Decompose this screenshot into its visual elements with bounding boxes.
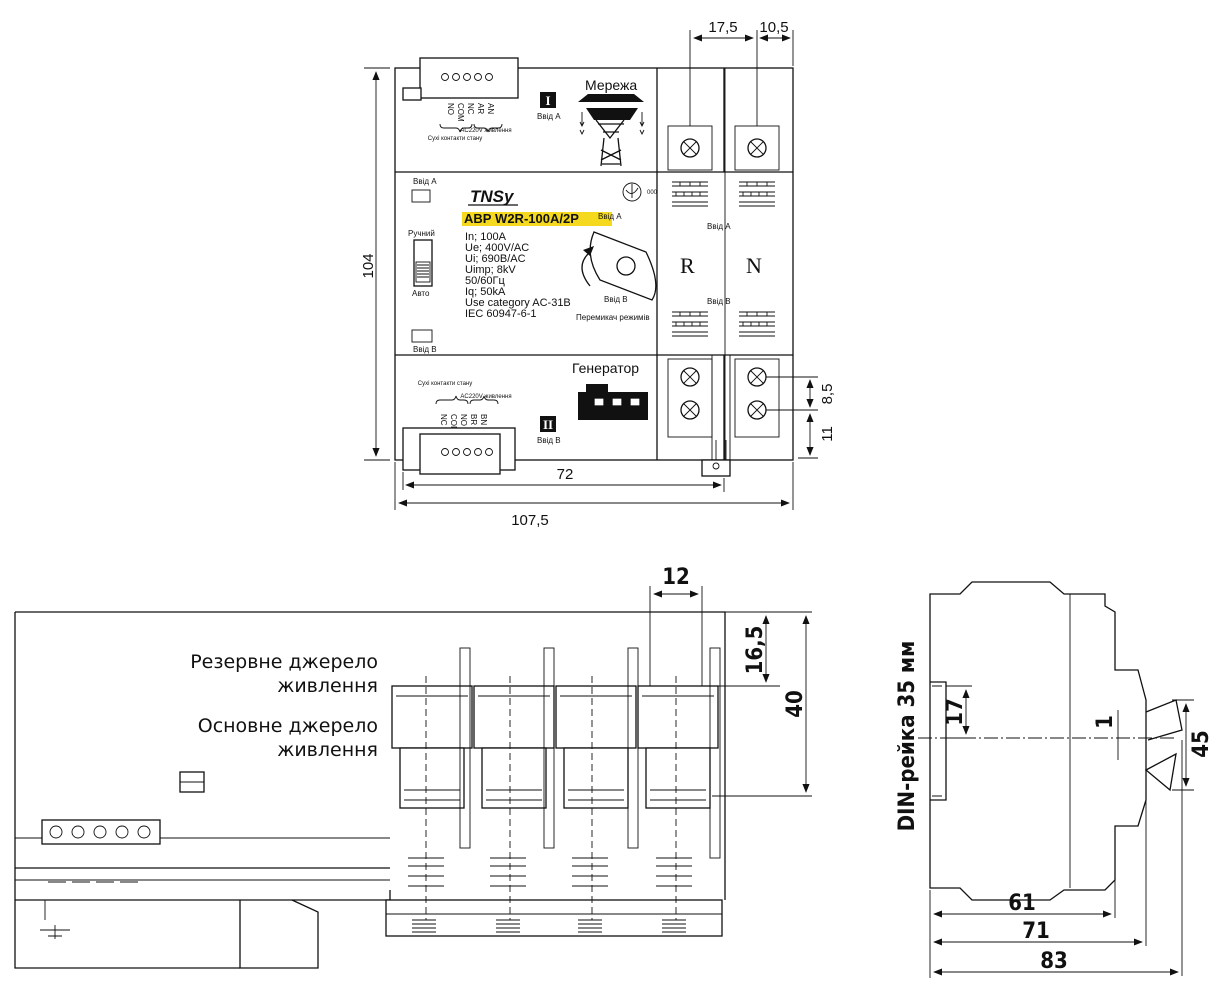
side-view: DIN-рейка 35 мм 17 1 45 61 71 83	[895, 581, 1214, 978]
front-connector-pins	[49, 825, 151, 839]
model-name: АВР W2R-100A/2P	[464, 211, 579, 226]
bottom-connector-pins	[441, 448, 493, 456]
pin-label: NO	[446, 103, 455, 115]
front-view-dimensions: 12 16,5 40	[649, 565, 812, 797]
top-connector-pins	[441, 73, 493, 81]
main-source-label-line1: Основне джерело	[198, 715, 378, 737]
switch-b-label: Ввід В	[604, 295, 628, 304]
pin-label: AR	[476, 103, 485, 114]
power-label: AC220V живлення	[460, 128, 511, 134]
backup-source-label-line2: живлення	[277, 675, 378, 697]
phase-n-label: N	[746, 253, 762, 278]
side-view-dimensions: 17 1 45 61 71 83	[929, 685, 1214, 978]
switch-mode-label: Перемикач режимів	[576, 313, 650, 322]
dim-terminal-b: 10,5	[759, 19, 788, 36]
dry-contacts-label: Сухі контакти стану	[428, 136, 482, 142]
grid-label: Мережа	[585, 77, 637, 93]
spec-line: Use category AC-31B	[465, 297, 571, 309]
spec-line: Ui; 690B/AC	[465, 253, 526, 265]
dim-depth-71: 71	[1022, 919, 1050, 944]
power-label-b: AC220V живлення	[460, 394, 511, 400]
bottom-pin-labels: NC COM NO BR BN	[439, 414, 488, 433]
panel-input-b-label: Ввід В	[413, 345, 437, 354]
spec-list: In; 100A Ue; 400V/AC Ui; 690B/AC Uimp; 8…	[465, 231, 571, 320]
phase-terminal-slots	[672, 181, 775, 337]
dim-terminal-bottom: 11	[819, 426, 836, 442]
side-knob-icon	[1145, 699, 1183, 741]
dim-inner-width: 72	[557, 466, 574, 483]
top-view-dimensions: 104 72 107,5 17,5 10,5 8,5 11	[360, 19, 836, 529]
pin-label: NO	[459, 414, 468, 426]
dim-terminal-a: 17,5	[708, 19, 737, 36]
power-pylon-icon	[578, 94, 645, 167]
dim-total-width: 107,5	[511, 512, 549, 529]
spec-line: Ue; 400V/AC	[465, 242, 529, 254]
model-highlight	[462, 212, 612, 226]
panel-input-a-label: Ввід А	[413, 177, 437, 186]
front-pole-terminals	[391, 647, 721, 920]
pin-label: BR	[469, 414, 478, 425]
main-source-label-line2: живлення	[277, 739, 378, 761]
section-ii-marker: II	[543, 417, 553, 432]
mode-switch-knob-icon[interactable]	[589, 231, 657, 301]
top-pin-labels: NO COM NC AR AN	[446, 103, 495, 122]
pin-label: NC	[439, 414, 448, 426]
section-ii-input-label: Ввід В	[537, 436, 561, 445]
auto-mode-label: Авто	[412, 289, 430, 298]
spec-line: In; 100A	[465, 231, 507, 243]
switch-a-label: Ввід А	[598, 212, 622, 221]
front-bottom-vents	[412, 919, 686, 933]
pin-label: COM	[449, 414, 458, 433]
backup-source-label-line1: Резервне джерело	[190, 651, 378, 673]
dim-terminal-pitch: 8,5	[819, 384, 836, 405]
dim-depth-61: 61	[1008, 891, 1036, 916]
brand-logo: TNSy	[470, 187, 515, 206]
dim-pole-pitch: 12	[662, 565, 690, 590]
top-view: NO COM NC AR AN Сухі контакти стану AC22…	[360, 19, 836, 529]
dim-knob-offset: 1	[1093, 715, 1118, 729]
dim-rail-half: 17	[943, 698, 968, 726]
terminal-b-label: Ввід В	[707, 297, 731, 306]
section-i-input-label: Ввід А	[537, 112, 561, 121]
dim-depth-83: 83	[1040, 949, 1068, 974]
dry-contacts-label-b: Сухі контакти стану	[418, 381, 472, 387]
dim-knob-height: 45	[1189, 730, 1214, 758]
front-view: Резервне джерело живлення Основне джерел…	[14, 565, 812, 969]
terminal-a-label: Ввід А	[707, 222, 731, 231]
section-i-marker: I	[545, 93, 550, 108]
pin-label: COM	[456, 103, 465, 122]
pin-label: AN	[486, 103, 495, 114]
spec-line: Uimp; 8kV	[465, 264, 516, 276]
certification-mark-icon	[622, 182, 642, 202]
phase-r-label: R	[680, 253, 695, 278]
spec-line: Iq; 50kA	[465, 286, 506, 298]
pin-label: BN	[479, 414, 488, 425]
pin-label: NC	[466, 103, 475, 115]
top-view-body	[394, 67, 794, 461]
manual-mode-label: Ручний	[408, 229, 435, 238]
rotate-arrow-icon	[581, 251, 591, 287]
dim-height: 104	[360, 253, 377, 278]
dim-depth: 40	[783, 690, 808, 718]
generator-icon	[578, 384, 648, 420]
din-rail-label: DIN-рейка 35 мм	[895, 641, 920, 832]
generator-label: Генератор	[572, 360, 639, 376]
spec-line: IEC 60947-6-1	[465, 308, 537, 320]
dim-offset: 16,5	[743, 626, 768, 675]
cert-number: 000	[647, 190, 658, 196]
spec-line: 50/60Гц	[465, 275, 505, 287]
mode-selector-switch[interactable]	[413, 239, 433, 287]
